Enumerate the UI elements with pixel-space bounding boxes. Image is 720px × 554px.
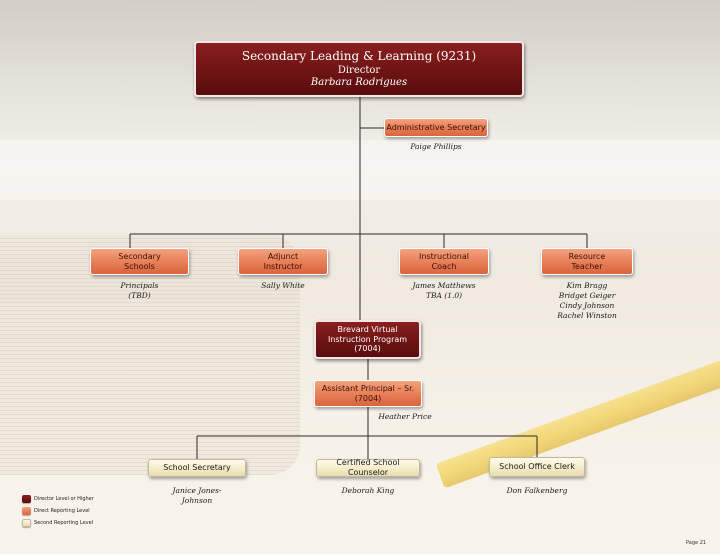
secondary-schools-label-1: Secondary <box>118 251 161 261</box>
legend-director-level: Director Level or Higher <box>22 495 94 503</box>
resource-teacher-name-2: Bridget Geiger <box>558 291 616 301</box>
page-number: Page 21 <box>686 540 707 546</box>
adjunct-instructor-label-2: Instructor <box>263 261 303 271</box>
adjunct-instructor-names: Sally White <box>238 281 328 291</box>
director-role: Director <box>337 64 381 76</box>
assistant-principal-name: Heather Price <box>378 412 432 421</box>
school-secretary-label: School Secretary <box>163 463 231 473</box>
legend-label-direct: Direct Reporting Level <box>34 508 90 514</box>
legend-swatch-direct <box>22 507 31 515</box>
secondary-schools-label-2: Schools <box>124 261 155 271</box>
director-box: Secondary Leading & Learning (9231) Dire… <box>194 41 524 97</box>
school-secretary-name-2: Johnson <box>181 496 213 506</box>
instructional-coach-box: Instructional Coach <box>399 248 489 275</box>
resource-teacher-name-3: Cindy Johnson <box>559 301 615 311</box>
assistant-principal-line-1: Assistant Principal – Sr. <box>321 383 415 393</box>
resource-teacher-label-2: Teacher <box>571 261 603 271</box>
instructional-coach-name-2: TBA (1.0) <box>425 291 463 301</box>
resource-teacher-names: Kim Bragg Bridget Geiger Cindy Johnson R… <box>537 281 637 322</box>
legend-label-director: Director Level or Higher <box>34 496 94 502</box>
virtual-program-box: Brevard Virtual Instruction Program (700… <box>314 320 421 359</box>
background-paper-stack <box>0 235 300 475</box>
virtual-program-line-3: (7004) <box>354 344 381 354</box>
legend-label-second: Second Reporting Level <box>34 520 94 526</box>
adjunct-instructor-label-1: Adjunct <box>267 251 299 261</box>
admin-secretary-label: Administrative Secretary <box>386 122 486 132</box>
secondary-schools-names: Principals (TBD) <box>90 281 189 301</box>
school-secretary-names: Janice Jones- Johnson <box>150 486 244 506</box>
adjunct-instructor-name-1: Sally White <box>261 281 305 290</box>
school-counselor-name-1: Deborah King <box>341 486 395 495</box>
secondary-schools-box: Secondary Schools <box>90 248 189 275</box>
instructional-coach-label-2: Coach <box>431 261 457 271</box>
school-counselor-label: Certified School Counselor <box>336 458 400 477</box>
instructional-coach-names: James Matthews TBA (1.0) <box>394 281 494 301</box>
resource-teacher-label-1: Resource <box>568 251 606 261</box>
director-title: Secondary Leading & Learning (9231) <box>241 49 477 64</box>
secondary-schools-name-1: Principals <box>120 281 159 290</box>
school-secretary-name-1: Janice Jones- <box>172 486 222 495</box>
director-name: Barbara Rodrigues <box>310 76 408 88</box>
school-office-clerk-names: Don Falkenberg <box>489 486 585 496</box>
school-secretary-box: School Secretary <box>148 459 246 477</box>
instructional-coach-name-1: James Matthews <box>412 281 476 290</box>
legend-second-reporting: Second Reporting Level <box>22 519 93 527</box>
legend-swatch-director <box>22 495 31 503</box>
adjunct-instructor-box: Adjunct Instructor <box>238 248 328 275</box>
admin-secretary-name: Paige Phillips <box>410 142 462 151</box>
resource-teacher-name-1: Kim Bragg <box>566 281 608 290</box>
resource-teacher-box: Resource Teacher <box>541 248 633 275</box>
instructional-coach-label-1: Instructional <box>419 251 469 261</box>
school-counselor-box: Certified School Counselor <box>316 458 420 477</box>
school-office-clerk-box: School Office Clerk <box>489 457 585 477</box>
school-office-clerk-name-1: Don Falkenberg <box>506 486 568 495</box>
admin-secretary-box: Administrative Secretary <box>384 118 488 137</box>
assistant-principal-line-2: (7004) <box>354 393 382 403</box>
school-counselor-names: Deborah King <box>316 486 420 496</box>
legend-swatch-second <box>22 519 31 527</box>
school-office-clerk-label: School Office Clerk <box>499 462 575 472</box>
assistant-principal-box: Assistant Principal – Sr. (7004) <box>314 380 422 407</box>
resource-teacher-name-4: Rachel Winston <box>557 311 617 321</box>
legend-direct-reporting: Direct Reporting Level <box>22 507 90 515</box>
virtual-program-line-2: Instruction Program <box>327 334 408 344</box>
virtual-program-line-1: Brevard Virtual <box>337 325 398 335</box>
secondary-schools-name-2: (TBD) <box>128 291 151 301</box>
